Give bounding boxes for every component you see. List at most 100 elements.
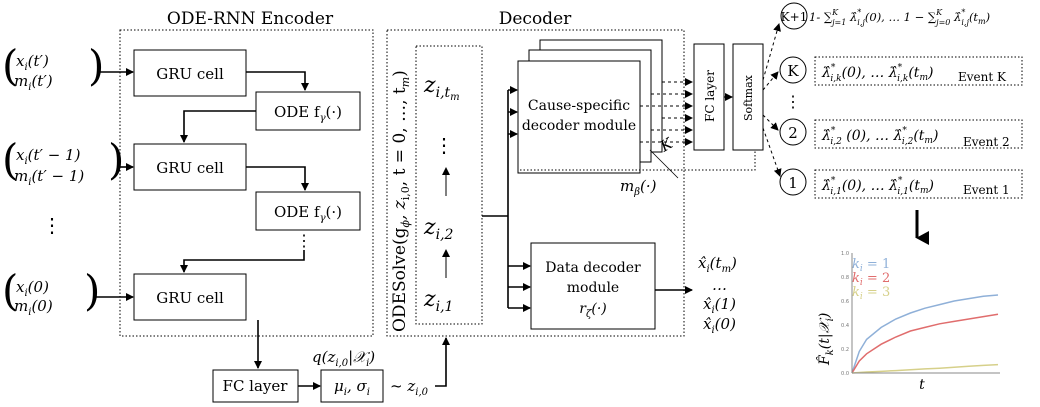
z-1: zi,1 — [423, 287, 453, 315]
decoder-title: Decoder — [499, 9, 572, 29]
svg-text:): ) — [88, 41, 104, 90]
event-circle-2: 2 — [779, 118, 807, 146]
arrow — [246, 71, 309, 91]
cif-chart: F̂k(t|𝒳i) t 1.00.80.60.40.20.0 ki = 1ki … — [815, 251, 1000, 393]
encoder-title: ODE-RNN Encoder — [167, 9, 334, 29]
event-1-label: Event 1 — [963, 183, 1010, 197]
m-beta-loop — [517, 150, 756, 171]
latent-trajectory-box — [415, 45, 483, 325]
chart-legend-entry: ki = 1 — [852, 257, 890, 274]
encoder-vdots: ⋮ — [42, 213, 62, 237]
z-tm: zi,tm — [423, 73, 460, 103]
svg-text:x̂i(0): x̂i(0) — [703, 315, 736, 336]
chart-yticks: 1.0 0.8 0.6 0.4 0.2 0.0 — [841, 251, 849, 377]
cause-to-fc-connectors — [640, 78, 693, 146]
chart-series-line-3 — [851, 363, 999, 374]
svg-text:1: 1 — [788, 174, 798, 192]
svg-text:xi(0): xi(0) — [16, 278, 49, 299]
svg-text:Data decoder: Data decoder — [545, 260, 641, 276]
svg-text:rζ(·): rζ(·) — [579, 301, 607, 320]
svg-text:λ̂*i,k(0), … λ̂*i,k(tm): λ̂*i,k(0), … λ̂*i,k(tm) — [821, 63, 933, 84]
reconstruction-outputs: x̂i(tm) … x̂i(1) x̂i(0) — [698, 254, 737, 336]
softmax-layer: Softmax — [732, 43, 764, 151]
event-circle-1: 1 — [779, 168, 807, 196]
svg-text:decoder module: decoder module — [522, 118, 636, 134]
svg-text:…: … — [712, 276, 727, 294]
data-decoder-module: Data decoder module rζ(·) — [530, 242, 656, 330]
svg-text:Softmax: Softmax — [742, 74, 755, 121]
svg-text:Cause-specific: Cause-specific — [528, 98, 630, 114]
svg-text:FC layer: FC layer — [703, 70, 717, 122]
svg-text:λ̂*i,2 (0), … λ̂*i,2(tm): λ̂*i,2 (0), … λ̂*i,2(tm) — [821, 126, 938, 147]
svg-text:(: ( — [2, 135, 18, 184]
event-row-2: λ̂*i,2 (0), … λ̂*i,2(tm) Event 2 — [814, 119, 1023, 149]
gru-cell-2: GRU cell — [133, 143, 247, 191]
z-2: zi,2 — [423, 215, 454, 243]
chart-lines — [851, 294, 999, 374]
chart-series-line-2 — [851, 313, 999, 374]
svg-text:GRU cell: GRU cell — [156, 159, 224, 177]
svg-text:FC layer: FC layer — [223, 377, 289, 395]
svg-text:2: 2 — [788, 124, 798, 142]
arrow — [246, 166, 309, 191]
ode-box-2: ODE fγ(·) — [255, 191, 361, 231]
svg-text:GRU cell: GRU cell — [156, 289, 224, 307]
event-circle-k-plus-1: K+1 — [780, 2, 808, 30]
encoder-input-1: ( ) xi(t′) mi(t′) — [2, 41, 104, 93]
svg-text:x̂i(tm): x̂i(tm) — [698, 254, 737, 275]
svg-text:GRU cell: GRU cell — [156, 65, 224, 83]
posterior-label: q(zi,0|𝒳i) — [312, 348, 375, 369]
encoder-input-2: ( ) xi(t′ − 1) mi(t′ − 1) — [2, 135, 124, 188]
event-2-label: Event 2 — [963, 135, 1010, 149]
chart-ytick-label: 0.8 — [841, 275, 849, 281]
event-k-label: Event K — [958, 70, 1007, 84]
arrow — [435, 337, 450, 387]
latent-fc-layer: FC layer — [212, 369, 299, 403]
chart-xlabel: t — [919, 377, 925, 393]
chart-legend-entry: ki = 2 — [852, 271, 890, 288]
chart-ytick-label: 1.0 — [841, 251, 849, 257]
ode-vdots: ⋮ — [296, 231, 312, 250]
chart-ytick-label: 0.2 — [841, 347, 849, 353]
svg-text:mi(t′ − 1): mi(t′ − 1) — [14, 167, 84, 188]
odesolve-label: ODESolve(gϕ, zi,0, t = 0, …, tm) — [390, 70, 412, 332]
gru-cell-1: GRU cell — [133, 49, 247, 97]
event-row-k: λ̂*i,k(0), … λ̂*i,k(tm) Event K — [814, 56, 1023, 86]
svg-text:xi(t′): xi(t′) — [16, 52, 49, 73]
event-circle-k: K — [779, 56, 807, 84]
chart-legend: ki = 1ki = 2ki = 3 — [852, 257, 890, 302]
sample-label: ~ zi,0 — [390, 377, 429, 398]
svg-text:(: ( — [2, 41, 18, 90]
encoder-container — [119, 29, 374, 337]
ode-box-1: ODE fγ(·) — [255, 91, 361, 131]
z-vdots: ⋮ — [434, 133, 454, 157]
cause-specific-decoder-stack: Cause-specific decoder module — [517, 39, 663, 174]
svg-text:K: K — [787, 62, 799, 80]
svg-text:μi, σi: μi, σi — [334, 377, 370, 398]
svg-text:ODE fγ(·): ODE fγ(·) — [274, 203, 342, 224]
mu-sigma-box: μi, σi — [320, 369, 384, 403]
k-indicator — [649, 149, 679, 179]
svg-text:ODE fγ(·): ODE fγ(·) — [274, 103, 342, 124]
svg-text:mi(t′): mi(t′) — [14, 72, 53, 93]
event-vdots: ⋮ — [785, 92, 801, 111]
decoder-container — [386, 29, 685, 337]
m-beta-label: mβ(·) — [620, 177, 657, 198]
chart-ytick-label: 0.4 — [841, 323, 849, 329]
svg-text:module: module — [567, 280, 619, 296]
arrow — [180, 250, 305, 273]
arrow — [180, 110, 256, 143]
chart-legend-entry: ki = 3 — [852, 285, 890, 302]
svg-text:x̂i(1): x̂i(1) — [703, 295, 736, 316]
encoder-input-3: ( ) xi(0) mi(0) — [2, 266, 100, 318]
svg-text:λ̂*i,1(0), … λ̂*i,1(tm): λ̂*i,1(0), … λ̂*i,1(tm) — [821, 176, 934, 197]
svg-text:K+1: K+1 — [781, 10, 808, 24]
svg-text:xi(t′ − 1): xi(t′ − 1) — [16, 146, 81, 167]
chart-ylabel: F̂k(t|𝒳i) — [815, 313, 836, 366]
gru-cell-3: GRU cell — [133, 273, 247, 321]
chart-series-line-1 — [851, 294, 999, 374]
chart-ytick-label: 0.0 — [841, 371, 849, 377]
svg-text:mi(0): mi(0) — [14, 297, 53, 318]
chart-ytick-label: 0.6 — [841, 299, 849, 305]
